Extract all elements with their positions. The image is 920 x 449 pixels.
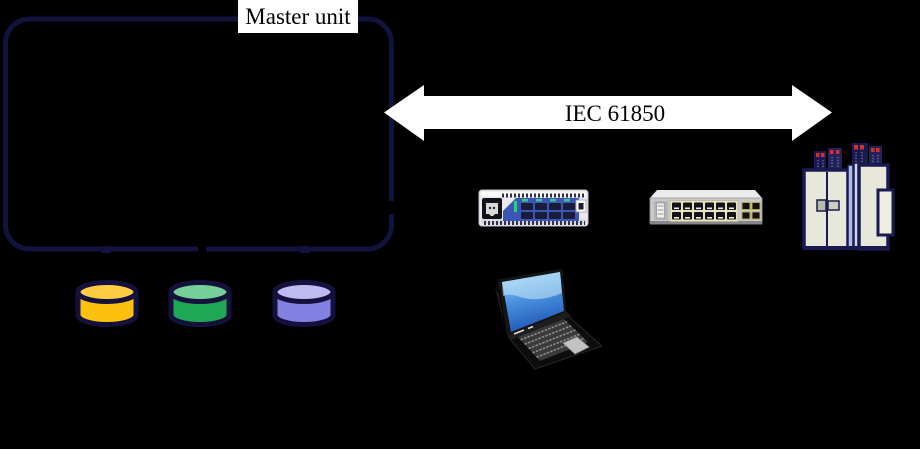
- database-yellow-icon: [75, 280, 139, 327]
- connector-nub-right: [299, 246, 311, 253]
- iec-61850-arrow: IEC 61850: [384, 85, 832, 141]
- border-gap-bottom: [198, 243, 206, 254]
- ethernet-switch-icon: [649, 190, 763, 225]
- connector-nub-left: [100, 246, 112, 253]
- cylinder-top: [272, 280, 336, 304]
- label-background: [238, 0, 358, 33]
- bus-label: IEC 61850: [565, 101, 665, 126]
- cylinder-top: [168, 280, 232, 304]
- server-cabinets-icon: [802, 143, 895, 251]
- master-unit-label: Master unit: [238, 0, 358, 33]
- master-unit-box: [3, 16, 397, 254]
- master-unit-border: [3, 16, 394, 252]
- double-arrow-shape: [384, 85, 832, 141]
- database-green-icon: [168, 280, 232, 327]
- database-purple-icon: [272, 280, 336, 327]
- cylinder-top: [75, 280, 139, 304]
- master-unit-label-text: Master unit: [245, 4, 351, 29]
- router-appliance-icon: [478, 189, 589, 227]
- laptop-icon: [495, 267, 603, 370]
- border-gap-right: [385, 201, 397, 214]
